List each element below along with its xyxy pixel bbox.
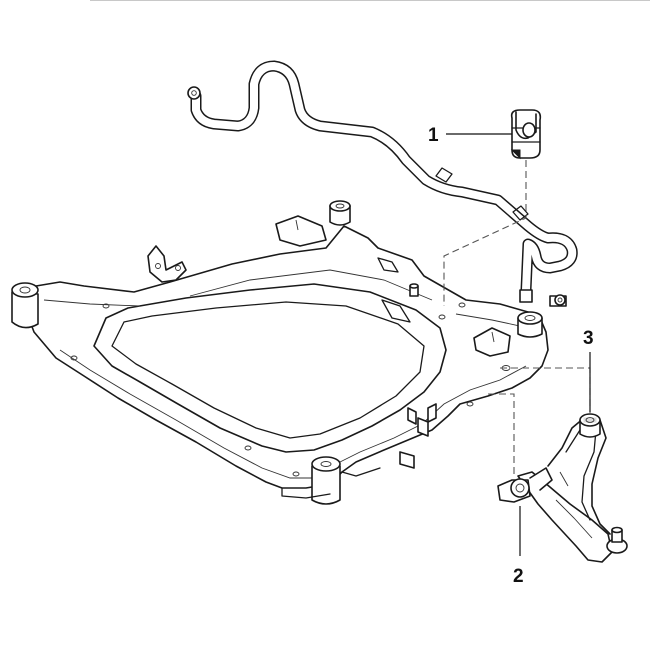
- right-front-mount-icon: [517, 311, 543, 338]
- stabilizer-bar: [187, 60, 578, 307]
- bracket-plate-icon: [275, 215, 327, 247]
- bottom-front-mount-icon: [311, 456, 341, 505]
- ball-joint-icon: [606, 526, 628, 554]
- front-suspension-member: [11, 200, 549, 505]
- rear-bushing: [579, 413, 601, 438]
- right-rear-mount-icon: [329, 200, 351, 226]
- left-bracket-icon: [147, 245, 187, 283]
- subframe-hardware-icon: [399, 403, 437, 469]
- callout-3-label: 3: [583, 328, 594, 349]
- callout-1-label: 1: [428, 125, 439, 146]
- bar-clamp-icon: [435, 167, 453, 183]
- front-bushing: [497, 467, 553, 503]
- bolt-icon: [409, 283, 419, 297]
- top-border-line: [90, 0, 650, 1]
- left-front-mount-icon: [11, 282, 39, 329]
- stabilizer-left-end-icon: [187, 86, 201, 100]
- stabilizer-right-end-icon: [519, 289, 567, 307]
- callout-2-label: 2: [513, 566, 524, 587]
- transverse-link: [517, 417, 628, 563]
- stabilizer-bushing: [510, 109, 542, 160]
